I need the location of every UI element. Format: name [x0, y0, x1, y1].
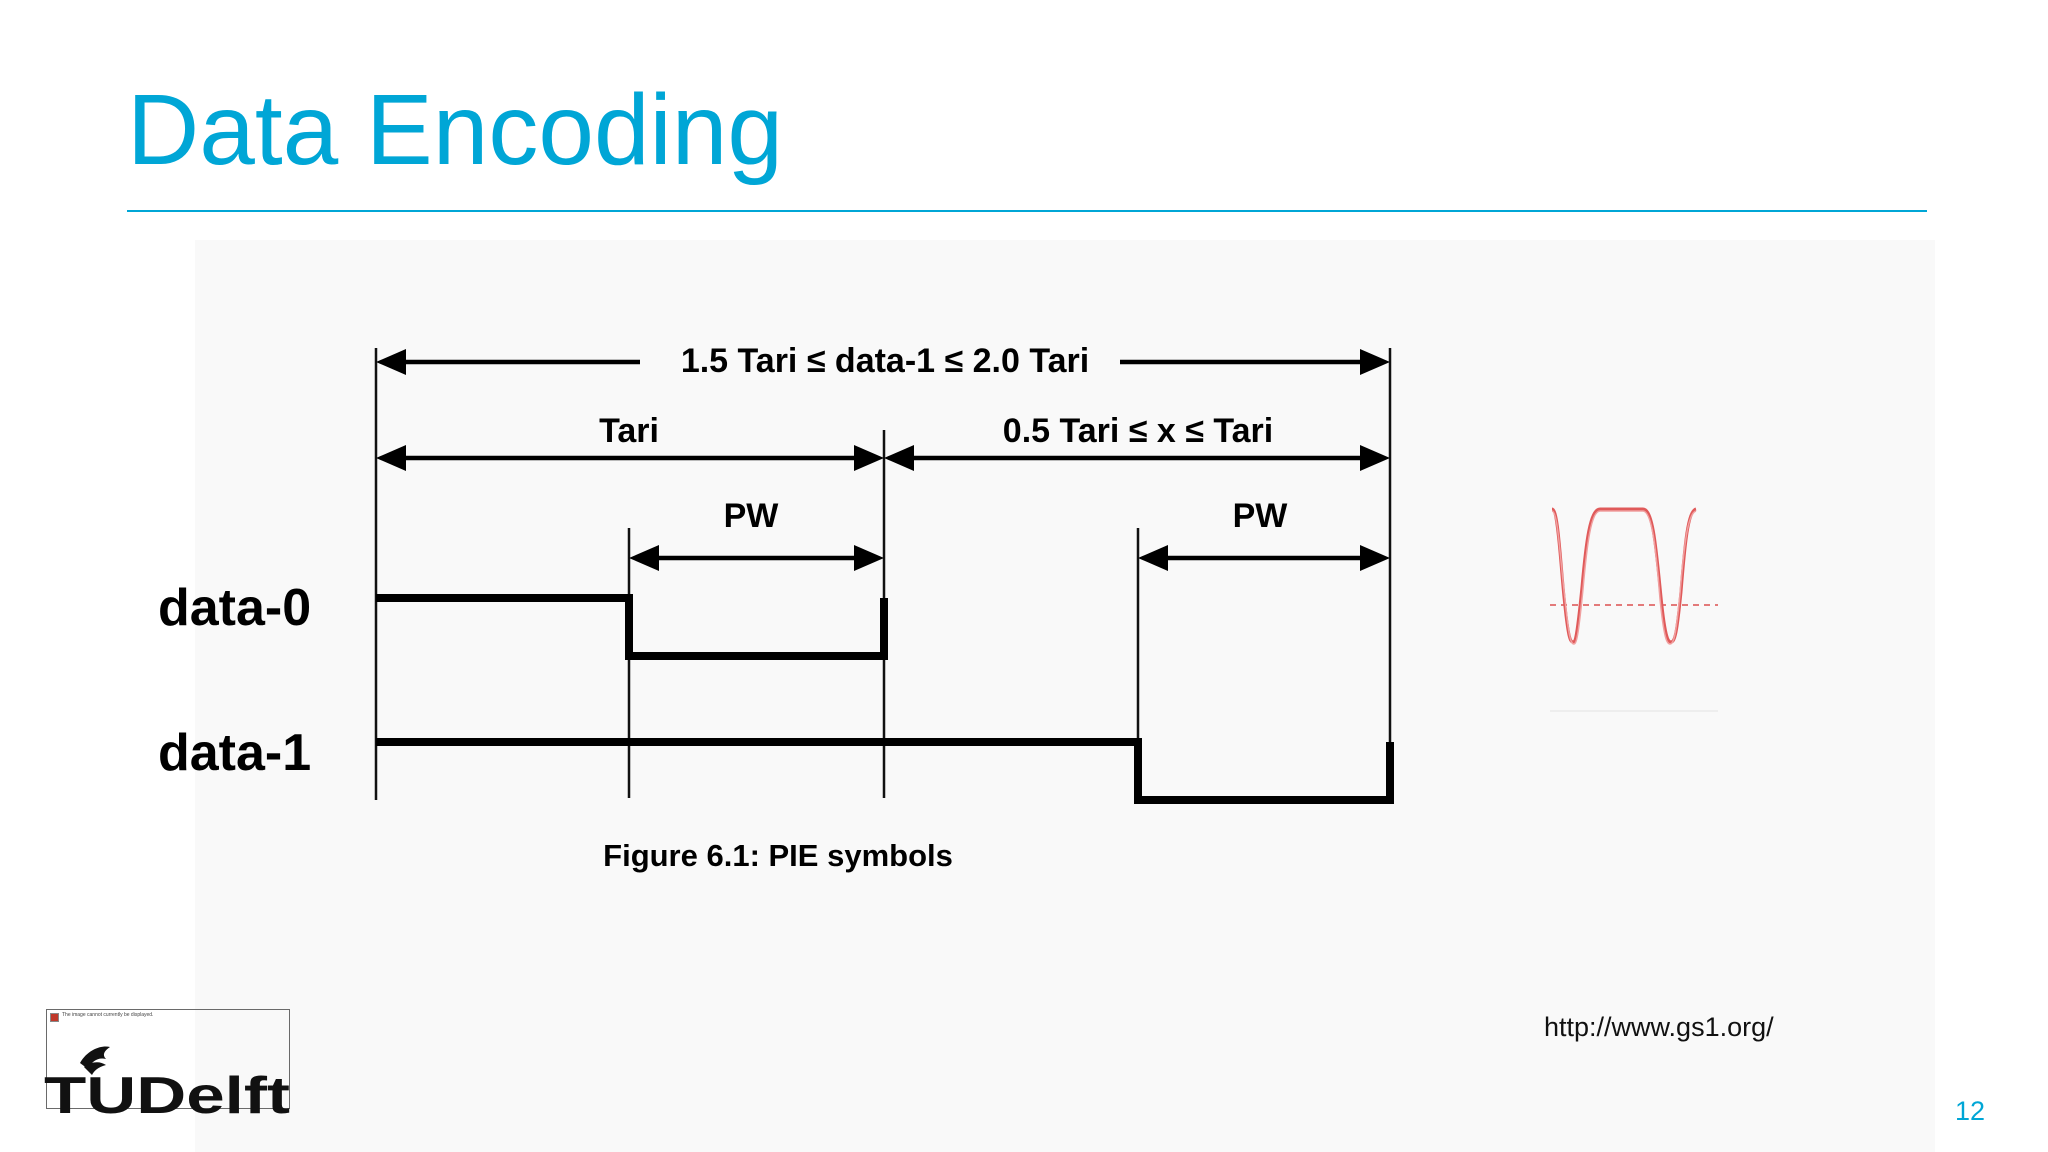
- logo-text: TUDelft: [44, 1067, 290, 1119]
- tu-delft-flame-icon: [80, 1046, 110, 1075]
- arrowhead-tari-right: [854, 445, 884, 471]
- waveform-data-0: [376, 594, 888, 660]
- figure-caption: Figure 6.1: PIE symbols: [603, 838, 953, 873]
- label-x-range: 0.5 Tari ≤ x ≤ Tari: [1003, 412, 1273, 450]
- tu-delft-logo: The image cannot currently be displayed.…: [44, 1009, 294, 1119]
- arrowhead-total-right: [1360, 349, 1390, 375]
- logo-image-frame: [46, 1009, 290, 1109]
- arrowhead-pw0-left: [629, 545, 659, 571]
- broken-image-icon: [50, 1013, 59, 1022]
- title-underline: [127, 210, 1927, 212]
- row-label-data-0: data-0: [158, 579, 311, 637]
- pulse-trace: [1550, 507, 1697, 644]
- arrowhead-pw0-right: [854, 545, 884, 571]
- arrowhead-pw1-right: [1360, 545, 1390, 571]
- arrowhead-total-left: [376, 349, 406, 375]
- figure-background: [195, 240, 1935, 1152]
- arrowhead-x-left: [884, 445, 914, 471]
- logo-graphic: TUDelft: [44, 1046, 290, 1119]
- label-pw-data-1: PW: [1233, 497, 1289, 535]
- arrowhead-tari-left: [376, 445, 406, 471]
- page-number: 12: [1955, 1096, 1986, 1126]
- label-tari: Tari: [599, 412, 659, 450]
- source-url[interactable]: http://www.gs1.org/: [1544, 1012, 1774, 1042]
- label-total-range: 1.5 Tari ≤ data-1 ≤ 2.0 Tari: [681, 342, 1089, 380]
- arrowhead-x-right: [1360, 445, 1390, 471]
- pie-symbols-diagram: 1.5 Tari ≤ data-1 ≤ 2.0 Tari Tari 0.5 Ta…: [158, 342, 1394, 873]
- rf-pulse-waveform-icon: [1550, 507, 1718, 712]
- arrowhead-pw1-left: [1138, 545, 1168, 571]
- broken-image-note: The image cannot currently be displayed.: [62, 1012, 154, 1018]
- waveform-data-1: [376, 738, 1394, 804]
- row-label-data-1: data-1: [158, 724, 311, 782]
- label-pw-data-0: PW: [724, 497, 780, 535]
- slide-title: Data Encoding: [127, 74, 784, 186]
